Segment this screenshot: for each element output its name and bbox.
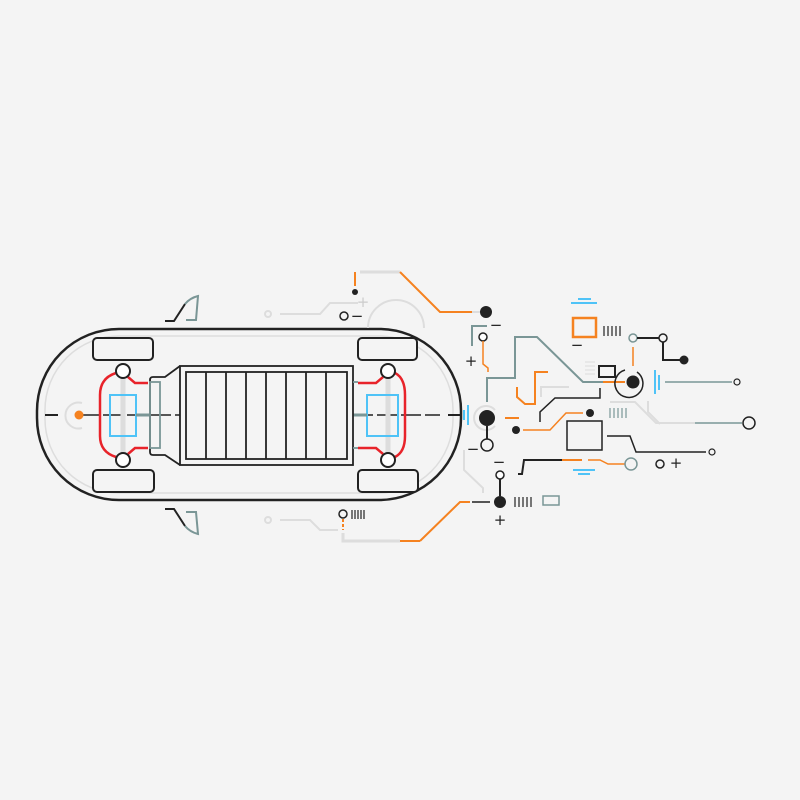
plus-sign: + <box>670 454 683 472</box>
red-wiring <box>98 371 407 459</box>
wheel-hubs <box>115 363 396 468</box>
minus-sign: − <box>490 316 503 334</box>
battery-pack <box>149 365 358 466</box>
charge-port <box>64 401 84 430</box>
plus-sign: + <box>465 352 478 370</box>
axles <box>120 371 391 460</box>
minus-sign: − <box>351 307 364 325</box>
plus-sign: + <box>357 293 370 311</box>
minus-sign: − <box>571 336 584 354</box>
circuit-middle <box>463 298 756 493</box>
circuit-top <box>264 270 492 372</box>
car-mirrors <box>165 294 200 536</box>
car-wheels <box>92 337 419 493</box>
plus-sign: + <box>494 511 507 529</box>
minus-sign: − <box>493 453 506 471</box>
minus-sign: − <box>467 440 480 458</box>
circuit-bottom <box>264 457 665 543</box>
